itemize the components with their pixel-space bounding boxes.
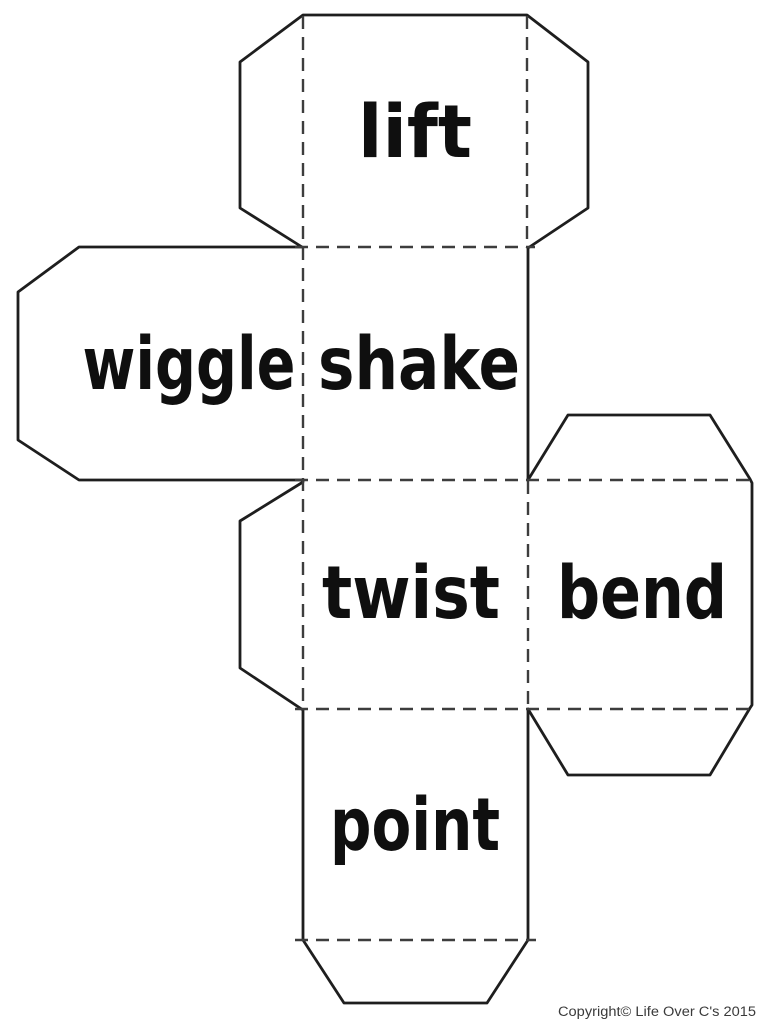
face-label-point: point (330, 783, 500, 868)
cut-lines (16, 13, 754, 1005)
face-label-bend: bend (557, 551, 727, 636)
face-label-lift: lift (358, 90, 472, 175)
face-label-shake: shake (318, 322, 520, 407)
face-label-wiggle: wiggle (83, 322, 296, 407)
fold-lines (295, 16, 750, 942)
cut-line-outline (16, 13, 754, 1005)
copyright-text: Copyright© Life Over C's 2015 (558, 1004, 756, 1019)
face-label-twist: twist (322, 551, 500, 636)
face-labels: lift wiggle shake twist bend point (83, 90, 728, 868)
